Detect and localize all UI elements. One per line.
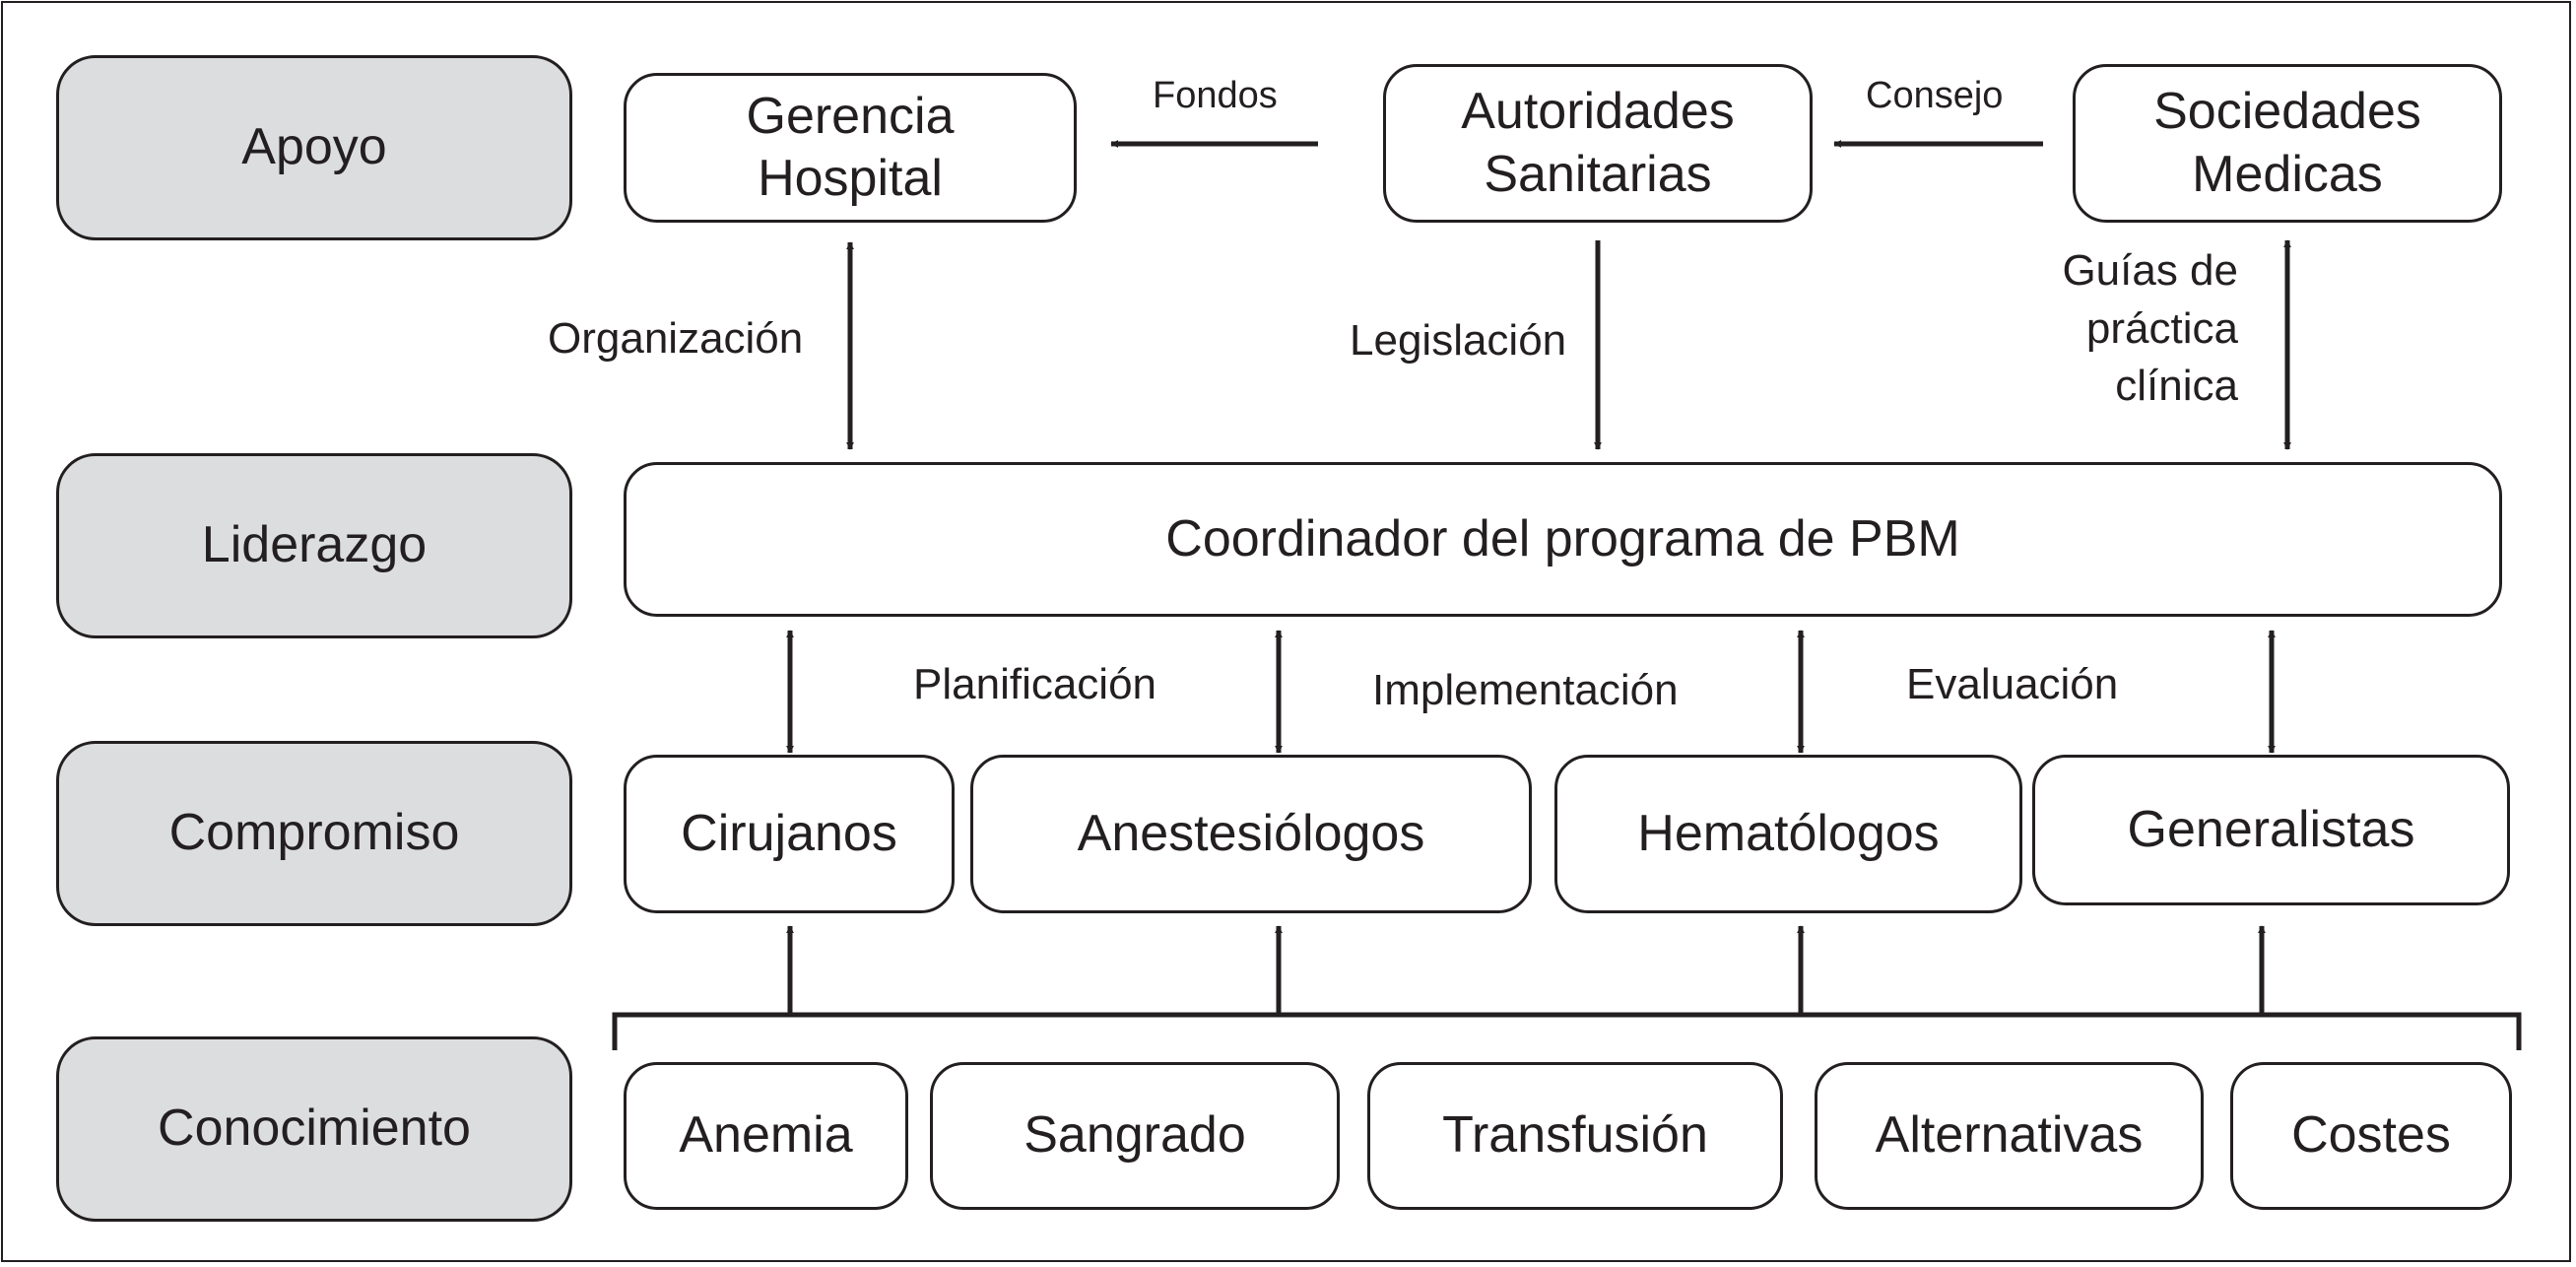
transfusion-label: Transfusión xyxy=(1442,1106,1708,1165)
implementacion-label: Implementación xyxy=(1372,666,1679,714)
anemia-box: Anemia xyxy=(624,1062,908,1210)
generalistas-label: Generalistas xyxy=(2127,800,2415,858)
level-compromiso-label: Compromiso xyxy=(168,804,460,862)
level-compromiso: Compromiso xyxy=(56,741,572,926)
fondos-label: Fondos xyxy=(1153,75,1278,116)
level-liderazgo: Liderazgo xyxy=(56,453,572,638)
generalistas-box: Generalistas xyxy=(2032,755,2510,905)
alternativas-label: Alternativas xyxy=(1875,1106,2144,1165)
level-liderazgo-label: Liderazgo xyxy=(201,516,428,574)
sangrado-box: Sangrado xyxy=(930,1062,1340,1210)
level-conocimiento-label: Conocimiento xyxy=(158,1100,471,1158)
sociedades-medicas-box: Sociedades Medicas xyxy=(2073,64,2502,223)
hematologos-label: Hematólogos xyxy=(1637,804,1940,862)
autoridades-sanitarias-label: Autoridades Sanitarias xyxy=(1461,83,1735,203)
anestesiologos-label: Anestesiólogos xyxy=(1077,804,1425,862)
transfusion-box: Transfusión xyxy=(1367,1062,1783,1210)
sociedades-medicas-label: Sociedades Medicas xyxy=(2153,83,2421,203)
gerencia-hospital-label: Gerencia Hospital xyxy=(746,87,955,207)
gerencia-hospital-box: Gerencia Hospital xyxy=(624,73,1077,223)
evaluacion-label: Evaluación xyxy=(1906,660,2119,708)
cirujanos-box: Cirujanos xyxy=(624,755,955,913)
level-apoyo-label: Apoyo xyxy=(241,118,387,176)
level-apoyo: Apoyo xyxy=(56,55,572,240)
alternativas-box: Alternativas xyxy=(1815,1062,2204,1210)
costes-box: Costes xyxy=(2230,1062,2512,1210)
planificacion-label: Planificación xyxy=(913,660,1157,708)
guias-label: Guías de práctica clínica xyxy=(2062,246,2238,411)
coordinator-label: Coordinador del programa de PBM xyxy=(1165,509,1960,567)
autoridades-sanitarias-box: Autoridades Sanitarias xyxy=(1383,64,1813,223)
hematologos-box: Hematólogos xyxy=(1554,755,2022,913)
cirujanos-label: Cirujanos xyxy=(681,804,897,862)
knowledge-bracket xyxy=(612,1012,2522,1050)
organizacion-label: Organización xyxy=(548,314,804,363)
anestesiologos-box: Anestesiólogos xyxy=(970,755,1532,913)
costes-label: Costes xyxy=(2291,1106,2451,1165)
coordinator-box: Coordinador del programa de PBM xyxy=(624,462,2502,617)
consejo-label: Consejo xyxy=(1866,75,2004,116)
sangrado-label: Sangrado xyxy=(1024,1106,1246,1165)
anemia-label: Anemia xyxy=(679,1106,853,1165)
legislacion-label: Legislación xyxy=(1350,316,1567,365)
level-conocimiento: Conocimiento xyxy=(56,1036,572,1222)
